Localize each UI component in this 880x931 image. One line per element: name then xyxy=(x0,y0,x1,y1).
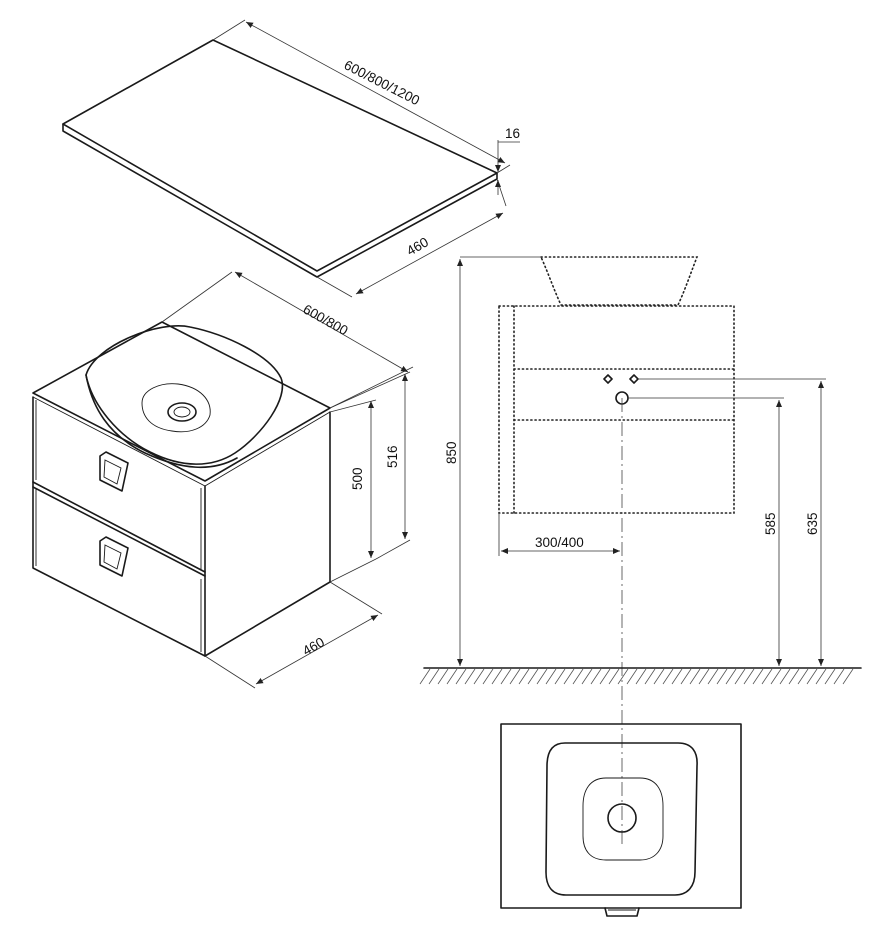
hatch-stroke xyxy=(725,668,737,685)
hatch-stroke xyxy=(626,668,638,685)
countertop-top-face xyxy=(62,39,498,272)
hatch-stroke xyxy=(761,668,773,685)
hatch-stroke xyxy=(500,668,512,685)
hatch-stroke xyxy=(743,668,755,685)
cabinet-width-label: 600/800 xyxy=(301,302,351,339)
hatch-stroke xyxy=(824,668,836,685)
hatch-stroke xyxy=(464,668,476,685)
hatch-stroke xyxy=(644,668,656,685)
plan-cabinet-outline xyxy=(500,723,742,909)
hatch-stroke xyxy=(689,668,701,685)
upper-drawer-handle-icon xyxy=(99,451,129,492)
cabinet-width-dim xyxy=(234,271,409,373)
hatch-stroke xyxy=(482,668,494,685)
hatch-stroke xyxy=(527,668,539,685)
hatch-stroke xyxy=(779,668,791,685)
supply-height-label: 635 xyxy=(805,512,820,535)
lower-drawer-handle-icon xyxy=(99,536,129,577)
waste-height-label: 585 xyxy=(763,512,778,535)
hatch-stroke xyxy=(518,668,530,685)
hatch-stroke xyxy=(833,668,845,685)
floor-hatching xyxy=(419,668,854,685)
basin-isometric xyxy=(85,325,284,468)
hatch-stroke xyxy=(599,668,611,685)
hatch-stroke xyxy=(473,668,485,685)
hatch-stroke xyxy=(788,668,800,685)
plan-drain-icon xyxy=(607,803,637,833)
plan-basin-inner xyxy=(582,777,664,861)
hatch-stroke xyxy=(491,668,503,685)
waste-offset-label: 300/400 xyxy=(535,535,584,550)
countertop-length-dim xyxy=(245,21,506,164)
front-elevation: 850 300/400 585 635 xyxy=(419,256,862,845)
hatch-stroke xyxy=(437,668,449,685)
basin-elevation xyxy=(539,256,699,306)
countertop-view: 600/800/1200 16 460 xyxy=(62,19,520,298)
drawer-split xyxy=(32,481,206,577)
hatch-stroke xyxy=(734,668,746,685)
hatch-stroke xyxy=(680,668,692,685)
valve-left-icon xyxy=(603,374,613,384)
countertop-thickness-label: 16 xyxy=(505,126,520,141)
hatch-stroke xyxy=(536,668,548,685)
hatch-stroke xyxy=(446,668,458,685)
hatch-stroke xyxy=(653,668,665,685)
hatch-stroke xyxy=(806,668,818,685)
hatch-stroke xyxy=(581,668,593,685)
hatch-stroke xyxy=(608,668,620,685)
hatch-stroke xyxy=(797,668,809,685)
plan-handle-icon xyxy=(604,907,640,917)
hatch-stroke xyxy=(662,668,674,685)
plan-basin-outer xyxy=(545,742,698,896)
hatch-stroke xyxy=(554,668,566,685)
countertop-edge xyxy=(62,123,498,278)
hatch-stroke xyxy=(419,668,431,685)
overall-height-label: 850 xyxy=(444,441,459,464)
hatch-stroke xyxy=(428,668,440,685)
plan-view xyxy=(500,723,742,917)
total-height-label: 516 xyxy=(385,445,400,468)
cabinet-view: 600/800 500 516 460 xyxy=(32,271,414,689)
hatch-stroke xyxy=(716,668,728,685)
cabinet-top-face xyxy=(32,321,331,482)
cabinet-elevation xyxy=(498,305,735,514)
hatch-stroke xyxy=(671,668,683,685)
hatch-stroke xyxy=(617,668,629,685)
hatch-stroke xyxy=(815,668,827,685)
hatch-stroke xyxy=(707,668,719,685)
valve-right-icon xyxy=(629,374,639,384)
hatch-stroke xyxy=(545,668,557,685)
hatch-stroke xyxy=(572,668,584,685)
hatch-stroke xyxy=(635,668,647,685)
countertop-length-label: 600/800/1200 xyxy=(342,57,422,108)
hatch-stroke xyxy=(590,668,602,685)
cabinet-height-label: 500 xyxy=(350,467,365,490)
hatch-stroke xyxy=(509,668,521,685)
hatch-stroke xyxy=(752,668,764,685)
hatch-stroke xyxy=(842,668,854,685)
hatch-stroke xyxy=(698,668,710,685)
hatch-stroke xyxy=(770,668,782,685)
hatch-stroke xyxy=(563,668,575,685)
cabinet-depth-dim xyxy=(255,614,379,685)
cabinet-depth-label: 460 xyxy=(300,634,327,658)
countertop-depth-dim xyxy=(355,212,504,295)
hatch-stroke xyxy=(455,668,467,685)
